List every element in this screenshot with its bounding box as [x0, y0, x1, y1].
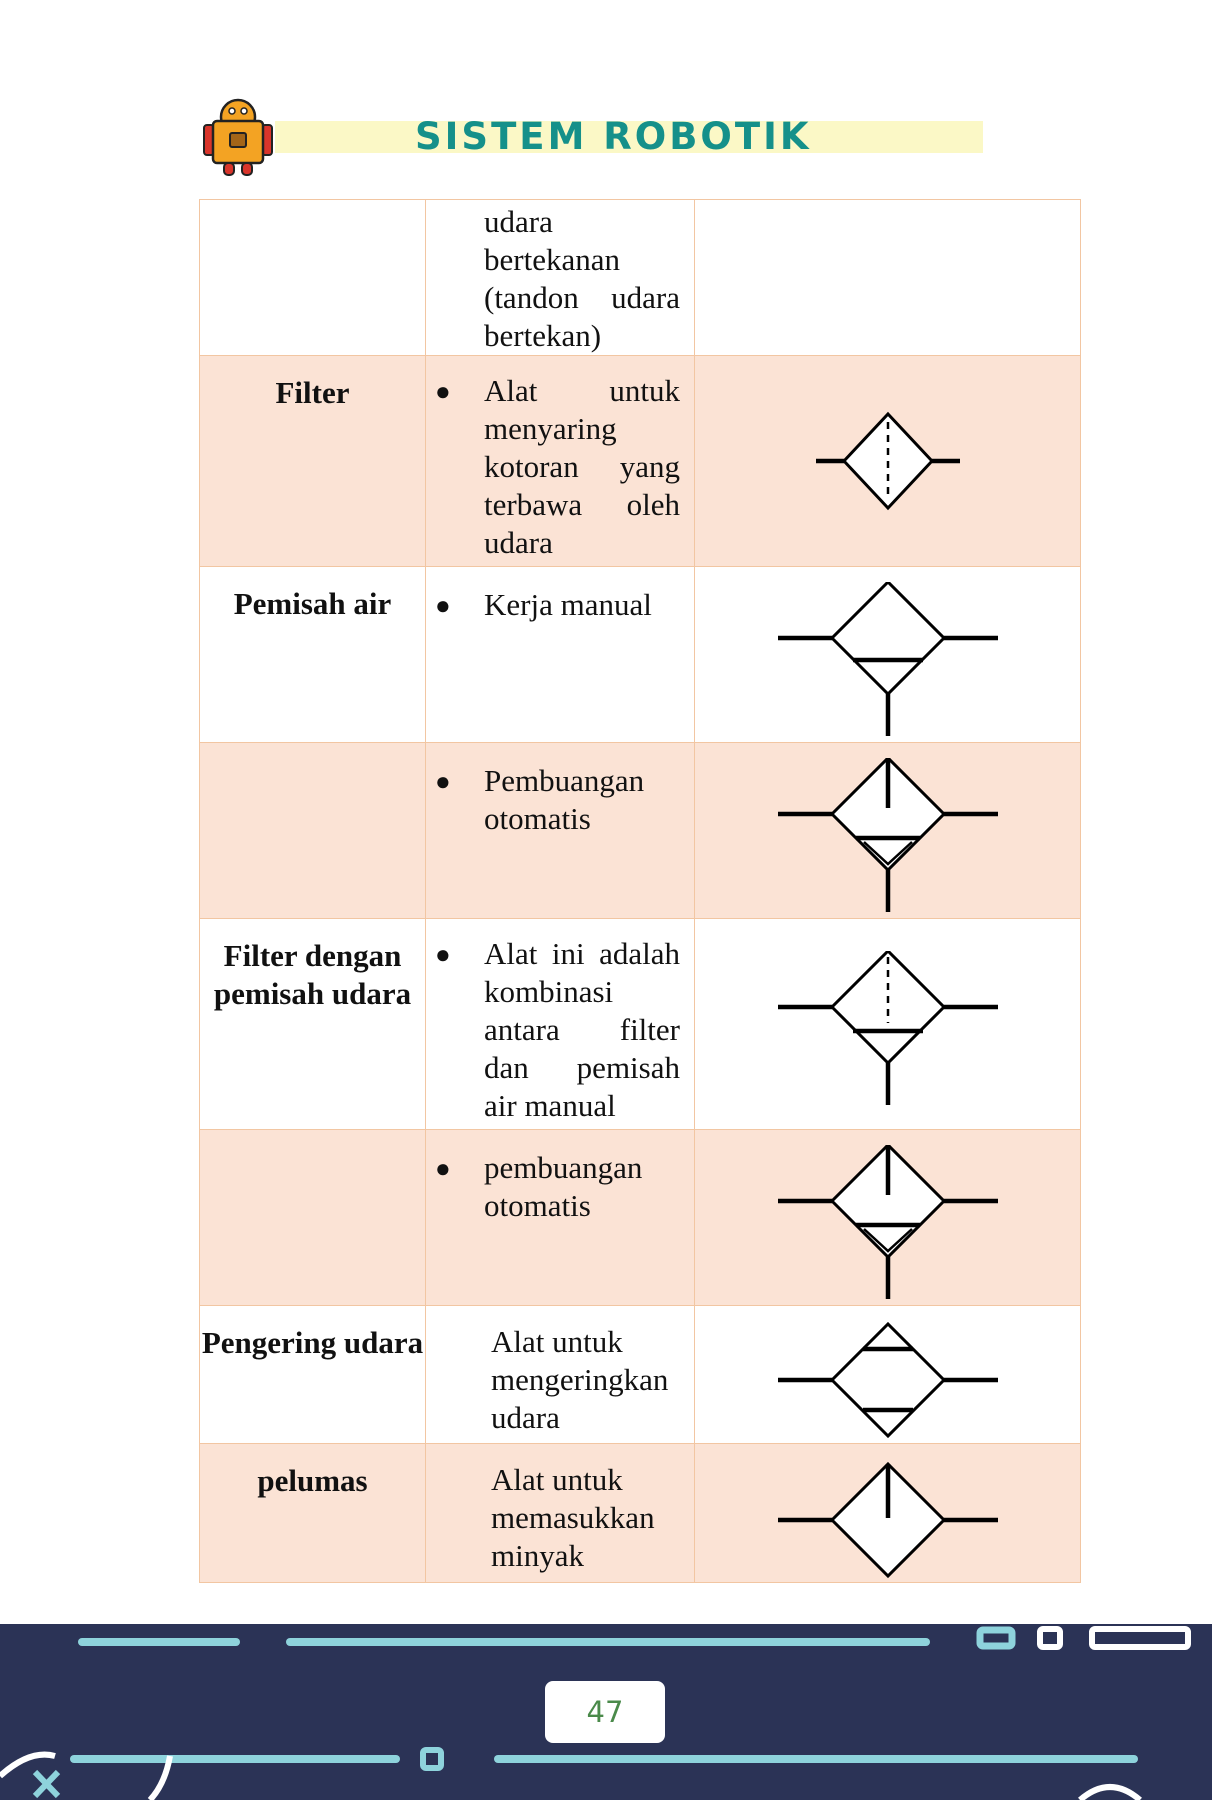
water-separator-manual-drain-icon	[777, 582, 998, 736]
description-cell: Alat untuk memasukkan minyak	[425, 1443, 695, 1583]
description-text: udara bertekanan (tandon udara bertekan)	[484, 204, 680, 353]
filter-separator-manual-drain-icon	[777, 951, 998, 1105]
table-row: Filter ● Alat untuk menyaring kotoran ya…	[199, 355, 1081, 567]
symbol-cell	[694, 742, 1081, 919]
symbol-cell	[694, 1305, 1081, 1444]
table-row: Pengering udara Alat untuk mengeringkan …	[199, 1305, 1081, 1444]
component-name-cell: Filter dengan pemisah udara	[199, 918, 426, 1130]
component-name-cell	[199, 1129, 426, 1306]
symbol-cell	[694, 1129, 1081, 1306]
components-table: udara bertekanan (tandon udara bertekan)…	[199, 199, 1081, 1583]
table-row: Pemisah air ● Kerja manual	[199, 566, 1081, 743]
bullet-icon: ●	[435, 940, 451, 969]
bullet-icon: ●	[435, 591, 451, 620]
description-text: Kerja manual	[484, 587, 652, 622]
description-text: Alat untuk memasukkan minyak	[491, 1462, 655, 1573]
table-row: pelumas Alat untuk memasukkan minyak	[199, 1443, 1081, 1583]
water-separator-automatic-drain-icon	[777, 758, 998, 912]
description-cell: ● Alat ini adalah kombinasi antara filte…	[425, 918, 695, 1130]
air-dryer-symbol-icon	[777, 1322, 998, 1438]
description-cell: ● Pembuangan otomatis	[425, 742, 695, 919]
description-text: pembuangan otomatis	[484, 1150, 643, 1223]
symbol-cell	[694, 566, 1081, 743]
symbol-cell	[694, 918, 1081, 1130]
header-highlight-bar	[275, 121, 983, 153]
description-text: Alat untuk mengeringkan udara	[491, 1324, 669, 1435]
table-row: ● pembuangan otomatis	[199, 1129, 1081, 1306]
component-name-cell	[199, 199, 426, 356]
filter-symbol-icon	[815, 411, 960, 511]
lubricator-symbol-icon	[777, 1461, 998, 1579]
component-name-cell: Pengering udara	[199, 1305, 426, 1444]
component-name-cell: pelumas	[199, 1443, 426, 1583]
component-name-cell: Filter	[199, 355, 426, 567]
description-cell: udara bertekanan (tandon udara bertekan)	[425, 199, 695, 356]
page-number: 47	[545, 1681, 665, 1743]
table-row: udara bertekanan (tandon udara bertekan)	[199, 199, 1081, 356]
header-title: SISTEM ROBOTIK	[415, 115, 812, 158]
description-cell: ● Kerja manual	[425, 566, 695, 743]
page-header: SISTEM ROBOTIK	[0, 95, 1212, 185]
description-text: Alat ini adalah kombinasi antara filter …	[484, 936, 680, 1123]
description-text: Alat untuk menyaring kotoran yang terbaw…	[484, 373, 680, 560]
component-name-cell: Pemisah air	[199, 566, 426, 743]
footer-decoration	[0, 1626, 1191, 1800]
page-footer: 47	[0, 1624, 1212, 1800]
symbol-cell	[694, 199, 1081, 356]
bullet-icon: ●	[435, 377, 451, 406]
bullet-icon: ●	[435, 767, 451, 796]
symbol-cell	[694, 1443, 1081, 1583]
description-text: Pembuangan otomatis	[484, 763, 645, 836]
description-cell: ● pembuangan otomatis	[425, 1129, 695, 1306]
symbol-cell	[694, 355, 1081, 567]
component-name-cell	[199, 742, 426, 919]
table-row: ● Pembuangan otomatis	[199, 742, 1081, 919]
filter-separator-automatic-drain-icon	[777, 1145, 998, 1299]
bullet-icon: ●	[435, 1154, 451, 1183]
description-cell: Alat untuk mengeringkan udara	[425, 1305, 695, 1444]
table-row: Filter dengan pemisah udara ● Alat ini a…	[199, 918, 1081, 1130]
description-cell: ● Alat untuk menyaring kotoran yang terb…	[425, 355, 695, 567]
robot-logo-icon	[198, 97, 278, 181]
